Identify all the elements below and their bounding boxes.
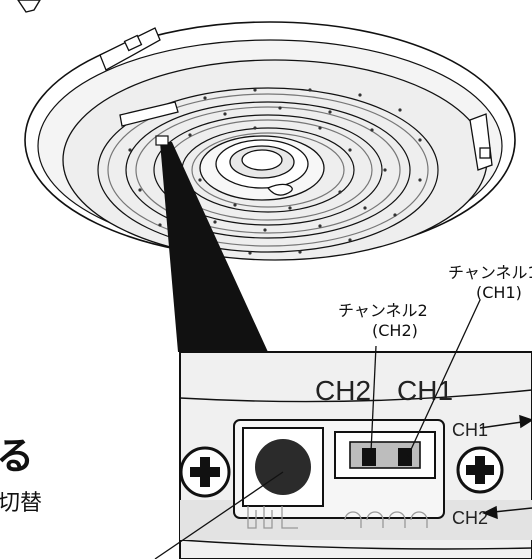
callout-ch1-name: チャンネル1: [448, 263, 532, 282]
rim-brackets: [99, 27, 493, 171]
callout-ch2-name: チャンネル2: [338, 301, 428, 320]
subtext-fragment: 切替: [0, 491, 43, 516]
switch-slot-ch2: [362, 448, 376, 466]
callout-ch2-code: (CH2): [372, 321, 418, 340]
panel-ch1-label: CH1: [397, 375, 453, 406]
push-button: [255, 439, 311, 495]
right-ch1-label: CH1: [452, 420, 488, 440]
heading-fragment: る: [0, 434, 35, 478]
ch2-arrow: [482, 505, 532, 520]
switch-housing: [233, 419, 445, 529]
callout-lines: [154, 299, 481, 559]
panel-ch2-label: CH2: [315, 375, 371, 406]
led-rings: [97, 87, 439, 253]
switch-marker: [155, 135, 169, 146]
hanger-hook: [17, 0, 41, 13]
screw-right: [456, 446, 504, 494]
callout-ch1-code: (CH1): [476, 283, 522, 302]
ch1-arrow: [479, 414, 532, 429]
zoom-wedge: [160, 142, 268, 352]
switch-slot-ch1: [398, 448, 412, 466]
center-hub: [199, 135, 325, 201]
right-ch2-label: CH2: [452, 508, 488, 528]
screw-left: [179, 446, 231, 498]
